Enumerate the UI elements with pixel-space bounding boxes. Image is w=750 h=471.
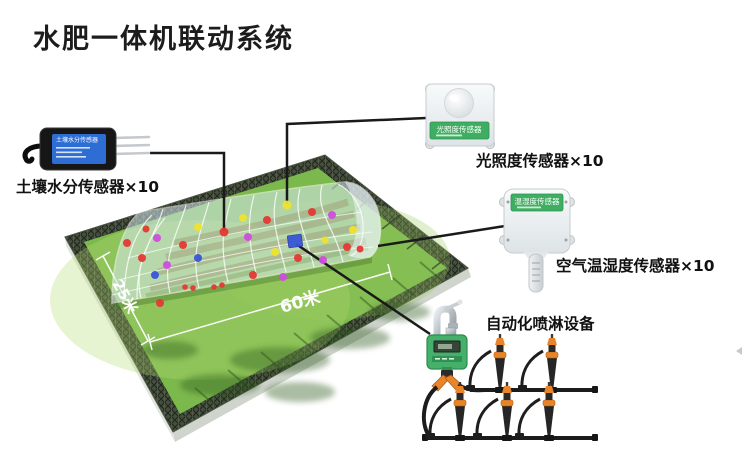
sprinkler-caption: 自动化喷淋设备 <box>486 314 595 333</box>
page-title: 水肥一体机联动系统 <box>33 23 294 55</box>
controller-node-square <box>286 233 304 249</box>
sprinkler-line <box>295 242 431 336</box>
blue-dots <box>151 254 202 279</box>
air-sensor-line <box>377 224 506 248</box>
grass-shadows <box>142 303 430 402</box>
light-sensor-line <box>285 116 427 204</box>
yellow-dots <box>194 200 357 256</box>
edge-artifact-icon <box>736 347 742 355</box>
sprinkler-system-illustration <box>421 299 598 443</box>
air-sensor-device-text: 温湿度传感器 <box>515 196 560 206</box>
greenhouse-interior <box>145 198 369 299</box>
air-sensor-illustration: 温湿度传感器 <box>499 188 575 293</box>
red-dots <box>123 208 364 307</box>
air-sensor-caption: 空气温湿度传感器×10 <box>556 256 715 275</box>
connector-lines <box>150 116 506 336</box>
soil-sensor-caption: 土壤水分传感器×10 <box>16 177 159 196</box>
faucet-handle <box>444 301 461 311</box>
soil-sensor-spec-lines <box>56 147 90 158</box>
greenhouse-shadow <box>112 257 372 309</box>
soil-sensor-line <box>150 151 226 231</box>
timer-lcd-digits <box>438 344 452 349</box>
air-sensor-probe-slots <box>532 262 540 282</box>
light-sensor-dome <box>444 88 474 118</box>
light-sensor-illustration: 光照度传感器 <box>425 83 495 149</box>
air-sensor-screws <box>506 200 568 242</box>
soil-sensor-cable <box>22 143 45 164</box>
soil-sensor-prongs <box>112 135 151 156</box>
soil-sensor-device-text: 土壤水分传感器 <box>56 136 98 144</box>
soil-sensor-illustration: 土壤水分传感器 <box>22 127 151 171</box>
light-sensor-device-text: 光照度传感器 <box>437 124 482 134</box>
light-sensor-caption: 光照度传感器×10 <box>475 151 604 170</box>
magenta-dots <box>153 211 336 281</box>
sensor-dots <box>123 200 364 307</box>
greenhouse-end-cap <box>345 182 381 259</box>
fence-shadow-strokes <box>194 261 441 406</box>
air-sensor-probe <box>528 253 544 293</box>
faucet <box>433 299 463 340</box>
